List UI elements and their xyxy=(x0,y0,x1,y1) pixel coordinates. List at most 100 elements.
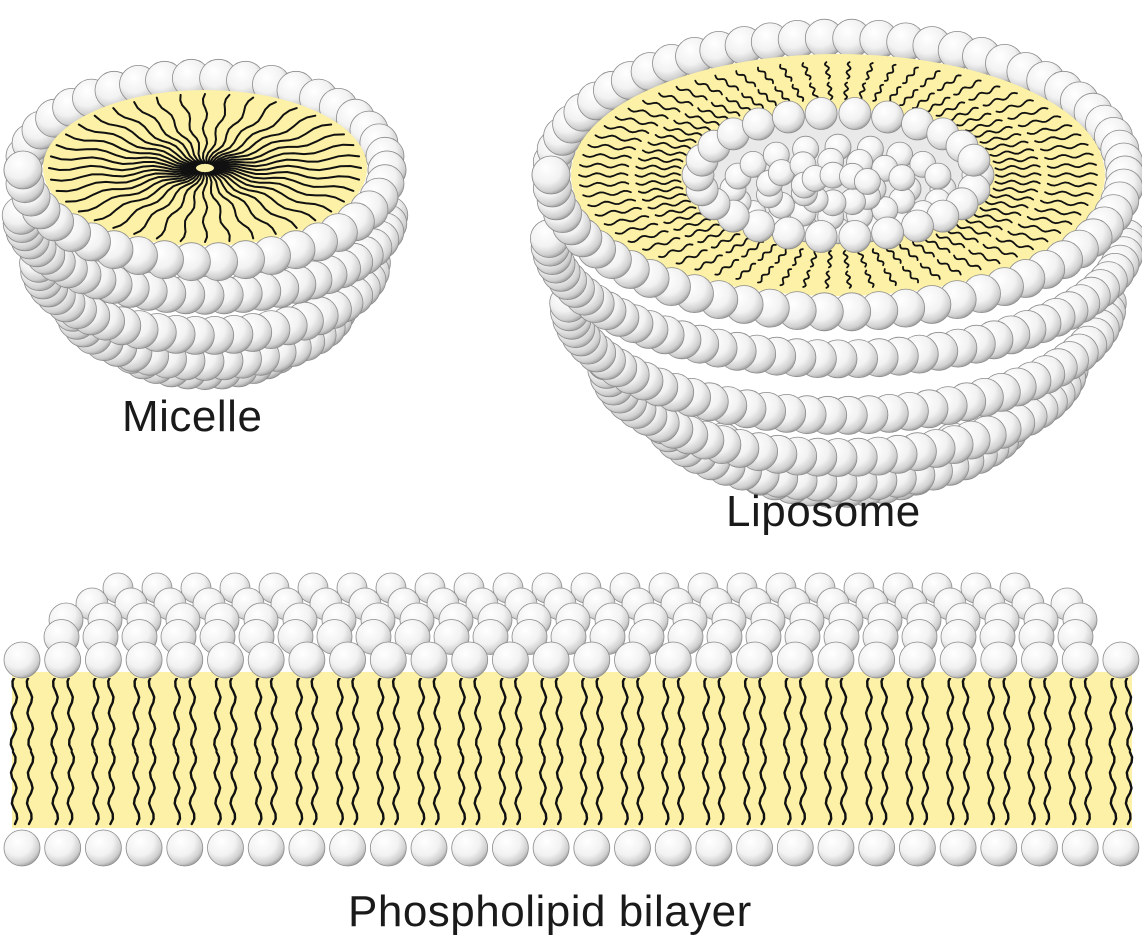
lipid-tail xyxy=(924,96,951,113)
lipid-tail xyxy=(799,750,808,826)
lipid-tail xyxy=(757,89,777,106)
lipid-tail xyxy=(904,678,914,752)
lipid-tail xyxy=(872,83,884,102)
lipid-tail xyxy=(902,66,919,85)
lipid-tail xyxy=(864,750,874,826)
lipid-tail xyxy=(432,678,442,752)
lipid-tail xyxy=(792,248,804,267)
lipid-tail xyxy=(935,233,966,249)
lipid-tail xyxy=(637,186,684,194)
lipid-tail xyxy=(620,750,629,826)
lipid-tail xyxy=(660,750,670,826)
lipid-tail xyxy=(994,164,1041,171)
lipid-tail xyxy=(201,172,209,243)
lipid-tail xyxy=(229,750,238,826)
lipid-tail xyxy=(673,119,712,132)
lipid-tail xyxy=(213,166,361,181)
micelle-label: Micelle xyxy=(122,392,263,441)
lipid-tail xyxy=(201,93,209,164)
lipid-head xyxy=(695,829,733,867)
lipid-head xyxy=(491,641,529,679)
lipid-head xyxy=(573,829,611,867)
lipid-tail xyxy=(253,678,263,752)
lipid-head xyxy=(1021,829,1058,867)
lipid-tail xyxy=(808,82,819,101)
lipid-tail xyxy=(921,750,930,826)
lipid-tail xyxy=(1040,199,1089,207)
lipid-tail xyxy=(1067,750,1077,826)
lipid-tail xyxy=(864,678,873,752)
lipid-tail xyxy=(49,167,197,182)
lipid-head xyxy=(166,641,204,679)
lipid-tail xyxy=(93,114,199,166)
lipid-head xyxy=(957,143,991,177)
lipid-tail xyxy=(587,198,636,208)
lipid-tail xyxy=(757,66,774,85)
lipid-tail xyxy=(1043,750,1052,826)
lipid-head xyxy=(410,641,448,679)
lipid-tail xyxy=(982,91,1018,107)
lipid-tail xyxy=(77,123,198,167)
lipid-tail xyxy=(676,750,686,826)
lipid-tail xyxy=(207,171,255,240)
lipid-head xyxy=(871,216,904,250)
lipid-head xyxy=(44,641,82,679)
lipid-tail xyxy=(741,240,764,258)
lipid-tail xyxy=(964,119,1003,132)
lipid-tail xyxy=(211,114,317,166)
lipid-tail xyxy=(212,133,345,167)
lipid-tail xyxy=(858,82,867,101)
lipid-tail xyxy=(654,206,697,217)
lipid-tail xyxy=(1027,678,1036,752)
lipid-tail xyxy=(65,133,198,167)
lipid-head xyxy=(369,641,407,679)
lipid-head xyxy=(776,829,814,867)
lipid-head xyxy=(3,829,41,867)
lipid-tail xyxy=(899,89,919,106)
lipid-tail xyxy=(946,106,979,122)
lipid-tail xyxy=(839,678,849,752)
lipid-tail xyxy=(213,143,355,168)
lipid-tail xyxy=(823,678,833,752)
lipid-head xyxy=(44,829,82,867)
lipid-tail xyxy=(208,101,277,165)
lipid-tail xyxy=(995,237,1034,251)
lipid-tail xyxy=(843,81,850,100)
lipid-tail xyxy=(979,207,1022,216)
lipid-head xyxy=(85,829,122,867)
lipid-tail xyxy=(93,170,199,222)
lipid-tail xyxy=(620,678,629,752)
lipid-tail xyxy=(1044,190,1094,197)
lipid-tail xyxy=(1017,115,1062,128)
lipid-tail xyxy=(498,750,507,826)
lipid-tail xyxy=(212,169,333,213)
lipid-tail xyxy=(1043,678,1052,752)
lipid-tail xyxy=(91,750,100,826)
lipid-head xyxy=(573,641,611,679)
lipid-tail xyxy=(66,750,76,826)
lipid-tail xyxy=(213,678,222,752)
lipid-tail xyxy=(676,678,686,752)
lipid-tail xyxy=(77,169,198,213)
lipid-tail xyxy=(845,61,852,80)
lipid-tail xyxy=(823,750,833,826)
lipid-tail xyxy=(50,750,60,826)
lipid-tail xyxy=(594,134,642,142)
lipid-head xyxy=(888,164,916,192)
lipid-tail xyxy=(920,678,930,752)
lipid-tail xyxy=(514,750,523,826)
lipid-tail xyxy=(310,678,320,752)
lipid-tail xyxy=(579,162,630,169)
lipid-tail xyxy=(416,750,426,826)
lipid-head xyxy=(772,100,805,134)
lipid-tail xyxy=(147,750,157,826)
lipid-tail xyxy=(956,224,992,237)
lipid-head xyxy=(854,168,881,195)
lipid-tail xyxy=(65,169,198,203)
lipid-tail xyxy=(865,62,874,81)
lipid-head xyxy=(451,641,489,679)
lipid-tail xyxy=(694,79,723,96)
lipid-tail xyxy=(801,62,812,81)
lipid-tail xyxy=(986,678,996,752)
